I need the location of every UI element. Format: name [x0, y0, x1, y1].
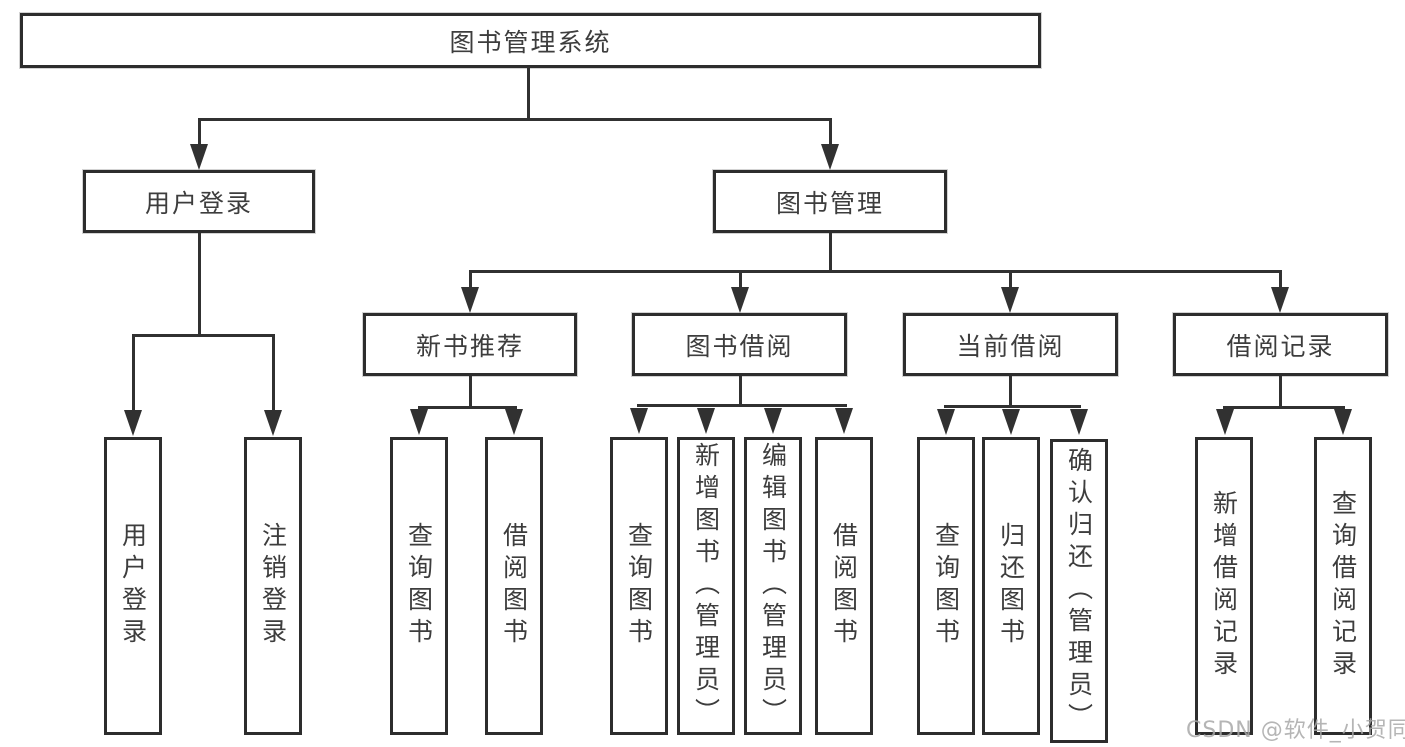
connector-drop	[1009, 270, 1012, 289]
node-label: 注销登录	[258, 522, 288, 650]
connector-drop-user-login	[198, 118, 201, 146]
connector-rail-level3	[469, 270, 1282, 273]
connector-stem-new-book	[469, 376, 472, 408]
leaf-query-books-borrowing: 查询图书	[610, 437, 668, 735]
leaf-add-books-admin: 新增图书（管理员）	[677, 437, 735, 735]
connector-drop	[469, 270, 472, 289]
arrow-down-icon	[410, 409, 428, 435]
connector-rail-current-borrowing	[944, 405, 1081, 408]
leaf-confirm-return-admin: 确认归还（管理员）	[1050, 439, 1108, 743]
arrow-down-icon	[505, 409, 523, 435]
node-label: 借阅图书	[829, 522, 859, 650]
connector-rail-borrowing-records	[1223, 406, 1345, 409]
arrow-down-icon	[630, 408, 648, 434]
node-book-management: 图书管理	[713, 170, 947, 233]
connector-rail-book-borrowing	[637, 404, 847, 407]
connector-rail-level2	[198, 118, 832, 121]
connector-drop	[132, 334, 135, 411]
connector-stem-book-management	[829, 233, 832, 272]
node-label: 编辑图书（管理员）	[758, 442, 788, 730]
node-library-management-system: 图书管理系统	[20, 13, 1041, 68]
node-label: 新书推荐	[415, 331, 524, 361]
connector-drop	[1279, 270, 1282, 289]
leaf-return-books: 归还图书	[982, 437, 1040, 735]
node-label: 查询图书	[404, 522, 434, 650]
connector-rail-user-login	[132, 334, 275, 337]
node-new-book-recommendation: 新书推荐	[363, 313, 577, 376]
arrow-down-icon	[124, 410, 142, 436]
arrow-down-icon	[461, 287, 479, 313]
connector-drop	[272, 334, 275, 411]
node-label: 确认归还（管理员）	[1064, 447, 1094, 735]
node-label: 图书借阅	[685, 331, 794, 361]
leaf-user-login: 用户登录	[104, 437, 162, 735]
node-label: 新增借阅记录	[1209, 490, 1239, 682]
node-label: 借阅图书	[499, 522, 529, 650]
leaf-edit-books-admin: 编辑图书（管理员）	[744, 437, 802, 735]
arrow-down-icon	[731, 287, 749, 313]
connector-stem-book-borrowing	[739, 376, 742, 406]
connector-rail-new-book	[418, 406, 517, 409]
leaf-borrow-books-recommend: 借阅图书	[485, 437, 543, 735]
arrow-down-icon	[264, 410, 282, 436]
node-label: 归还图书	[996, 522, 1026, 650]
arrow-down-icon	[1070, 409, 1088, 435]
arrow-down-icon	[1002, 409, 1020, 435]
node-book-borrowing: 图书借阅	[632, 313, 847, 376]
arrow-down-icon	[821, 144, 839, 170]
arrow-down-icon	[1001, 287, 1019, 313]
connector-stem-root	[527, 67, 530, 120]
node-label: 查询借阅记录	[1328, 490, 1358, 682]
connector-drop	[739, 270, 742, 289]
node-label: 借阅记录	[1226, 331, 1335, 361]
node-label: 新增图书（管理员）	[691, 442, 721, 730]
connector-stem-user-login	[198, 233, 201, 336]
node-label: 图书管理系统	[449, 27, 612, 57]
node-label: 查询图书	[931, 522, 961, 650]
leaf-query-borrow-record: 查询借阅记录	[1314, 437, 1372, 735]
node-label: 用户登录	[144, 188, 253, 218]
arrow-down-icon	[937, 409, 955, 435]
csdn-watermark: CSDN @软件_小贺同学	[1186, 718, 1405, 743]
arrow-down-icon	[764, 408, 782, 434]
connector-stem-borrowing-records	[1279, 376, 1282, 408]
arrow-down-icon	[697, 408, 715, 434]
leaf-logout: 注销登录	[244, 437, 302, 735]
leaf-query-books-current: 查询图书	[917, 437, 975, 735]
connector-stem-current-borrowing	[1009, 376, 1012, 407]
node-label: 查询图书	[624, 522, 654, 650]
node-user-login: 用户登录	[83, 170, 315, 233]
arrow-down-icon	[835, 408, 853, 434]
arrow-down-icon	[1334, 409, 1352, 435]
leaf-borrow-books: 借阅图书	[815, 437, 873, 735]
node-label: 图书管理	[775, 188, 884, 218]
leaf-add-borrow-record: 新增借阅记录	[1195, 437, 1253, 735]
node-borrowing-records: 借阅记录	[1173, 313, 1388, 376]
leaf-query-books-recommend: 查询图书	[390, 437, 448, 735]
arrow-down-icon	[1216, 409, 1234, 435]
node-current-borrowing: 当前借阅	[903, 313, 1118, 376]
arrow-down-icon	[190, 144, 208, 170]
node-label: 当前借阅	[956, 331, 1065, 361]
connector-drop-book-management	[829, 118, 832, 146]
node-label: 用户登录	[118, 522, 148, 650]
arrow-down-icon	[1271, 287, 1289, 313]
